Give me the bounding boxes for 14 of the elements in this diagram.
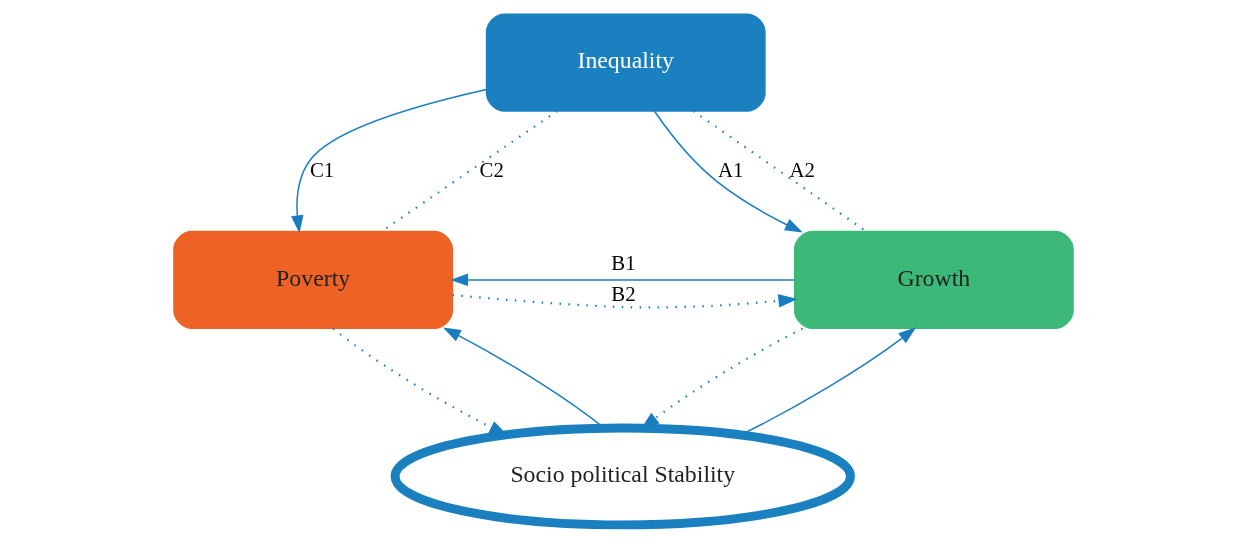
node-box: Growth bbox=[793, 230, 1074, 329]
node-box: Poverty bbox=[172, 230, 453, 329]
edge-label: C2 bbox=[479, 157, 504, 182]
arrow bbox=[452, 293, 798, 309]
connector bbox=[692, 110, 867, 233]
edge-label: A1 bbox=[717, 157, 743, 182]
edge-label: A2 bbox=[788, 157, 815, 182]
node-box: Inequality bbox=[485, 13, 766, 112]
arrow bbox=[653, 110, 803, 233]
edge-label: B2 bbox=[610, 282, 636, 307]
arrow bbox=[449, 273, 795, 287]
arrow bbox=[290, 88, 487, 234]
edge-label: C1 bbox=[309, 157, 334, 182]
edge-label: B1 bbox=[610, 250, 636, 275]
